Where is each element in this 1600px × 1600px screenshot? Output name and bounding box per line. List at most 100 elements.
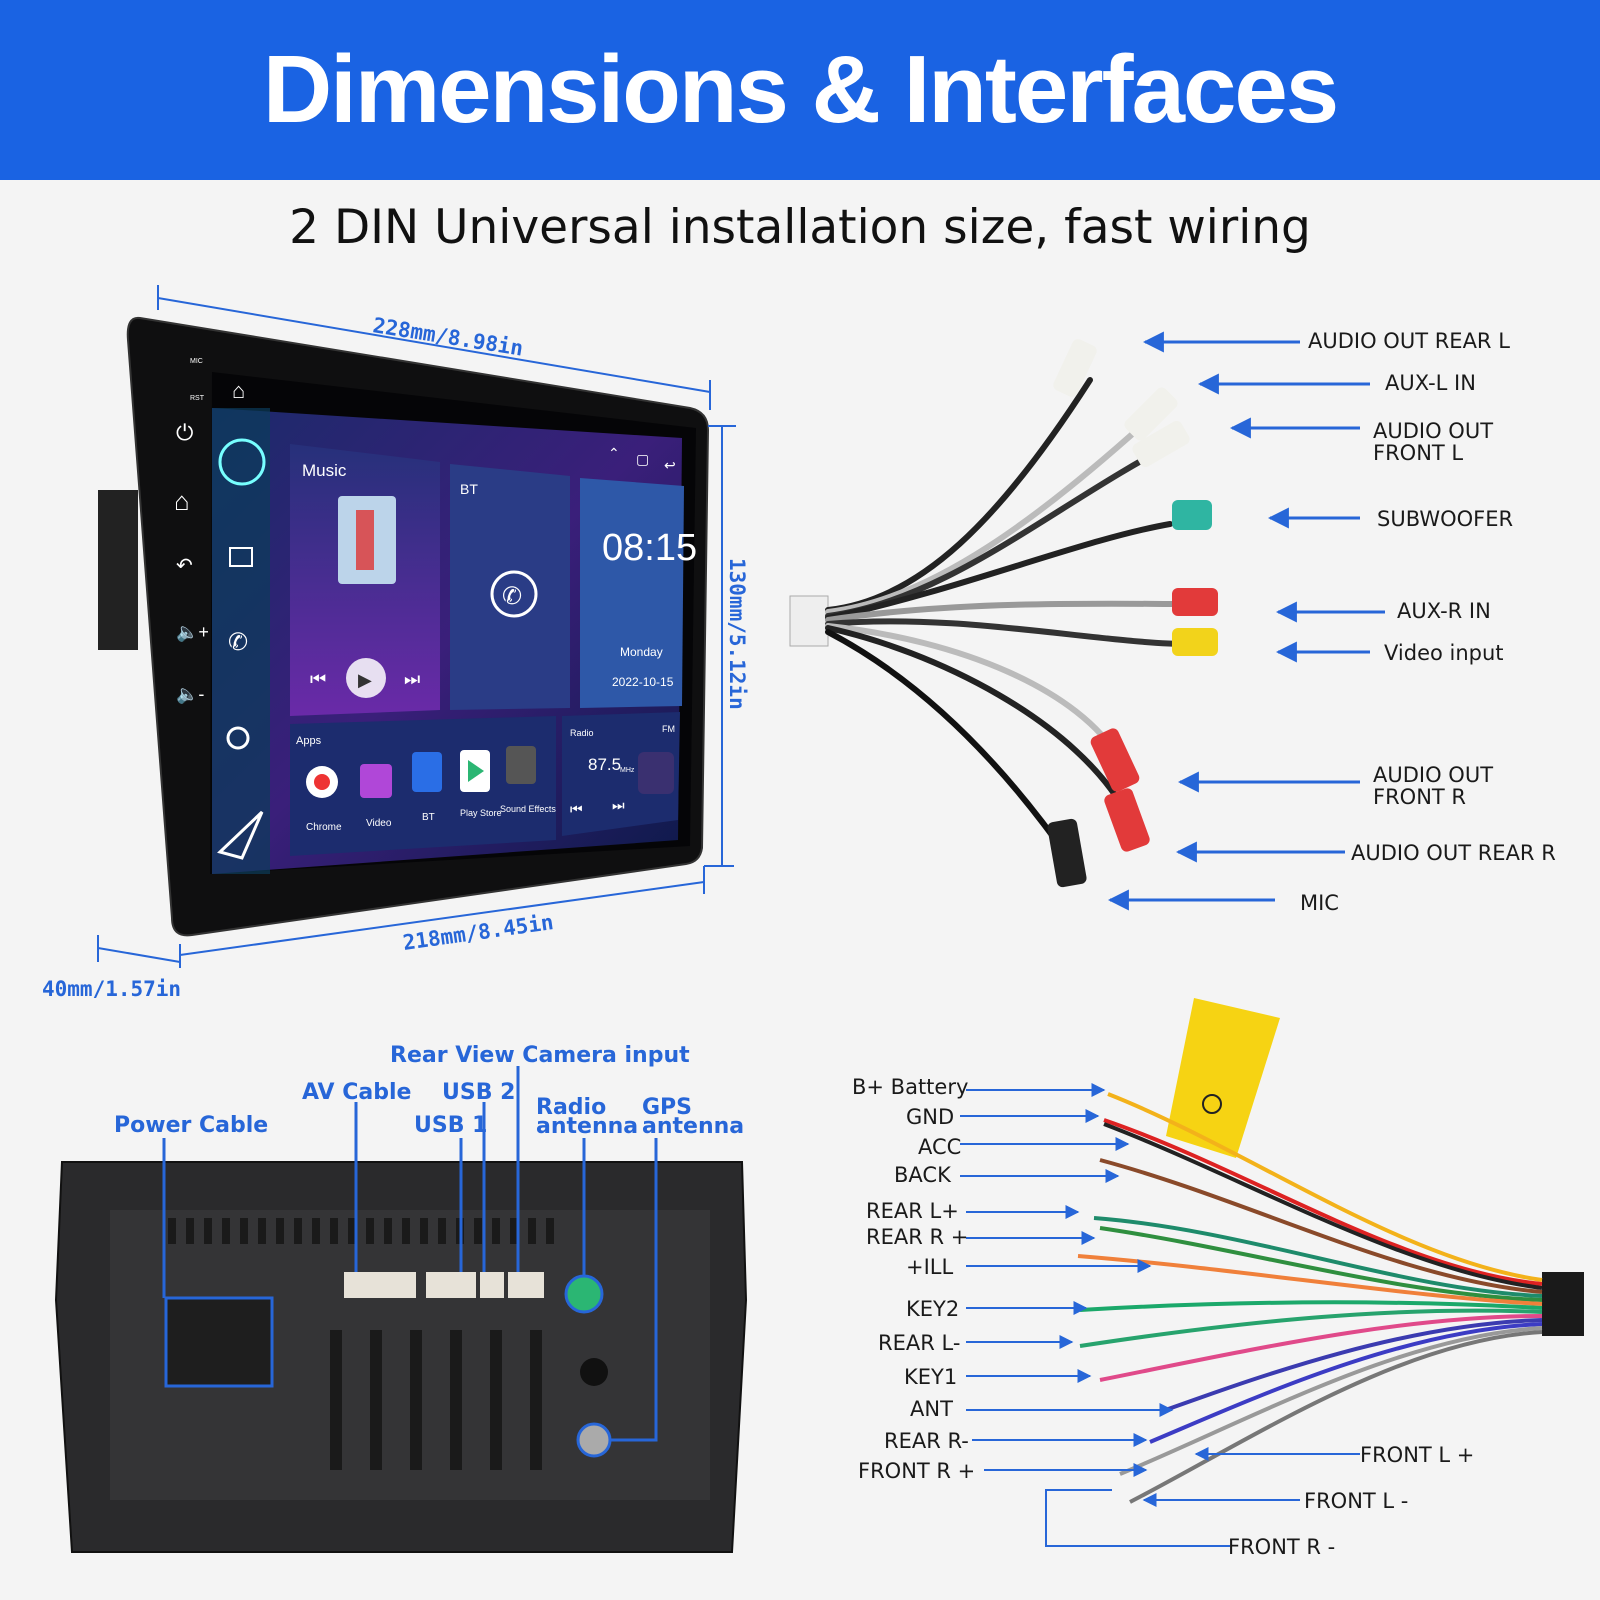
radio-frequency: 87.5 <box>588 755 621 774</box>
label-acc: ACC <box>918 1135 961 1159</box>
label-ill: +ILL <box>906 1255 953 1279</box>
wiring-harness <box>1077 998 1584 1504</box>
settings-icon[interactable] <box>226 726 250 750</box>
radio-tile[interactable] <box>562 712 680 836</box>
app-launcher-icon[interactable] <box>218 438 266 486</box>
label-power-cable: Power Cable <box>114 1113 268 1138</box>
camera-connector <box>508 1272 544 1298</box>
usb1-connector <box>426 1272 476 1298</box>
label-radio-antenna-line2: antenna <box>536 1114 638 1139</box>
label-ant: ANT <box>910 1397 953 1421</box>
home-icon[interactable]: ⌂ <box>174 486 190 516</box>
bt-label: BT <box>460 481 478 497</box>
app-label-chrome: Chrome <box>306 822 342 833</box>
head-unit-front: MIC RST ⏻ ⌂ ↶ 🔈+ 🔈- ⌂ ✆ Music ⏮ ▶ ⏭ BT ✆… <box>98 316 710 937</box>
rst-label: RST <box>190 395 205 402</box>
send-icon[interactable] <box>217 810 264 860</box>
label-usb1: USB 1 <box>414 1113 487 1138</box>
status-back-icon[interactable]: ↩ <box>664 457 676 473</box>
dimension-height: 130mm/5.12in <box>725 558 749 710</box>
label-rear-camera: Rear View Camera input <box>390 1043 690 1068</box>
dimension-width-bottom: 218mm/8.45in <box>401 910 555 955</box>
label-front-l-minus: FRONT L - <box>1304 1489 1408 1513</box>
label-gnd: GND <box>906 1105 954 1129</box>
label-key2: KEY2 <box>906 1297 959 1321</box>
sound-effects-icon[interactable] <box>506 746 536 784</box>
page-title: Dimensions & Interfaces <box>262 36 1339 143</box>
gps-antenna-port <box>576 1422 612 1458</box>
volume-down-icon[interactable]: 🔈- <box>176 684 204 705</box>
back-icon[interactable]: ↶ <box>176 555 193 577</box>
page-subtitle: 2 DIN Universal installation size, fast … <box>289 200 1311 255</box>
label-mic: MIC <box>1300 891 1339 915</box>
label-aux-r-in: AUX-R IN <box>1397 599 1491 623</box>
label-gps-antenna-line1: GPS <box>642 1095 692 1120</box>
dimension-width-top: 228mm/8.98in <box>371 313 525 360</box>
harness-arrows <box>960 1083 1360 1507</box>
next-icon[interactable]: ⏭ <box>404 669 420 689</box>
label-audio-out-rear-l: AUDIO OUT REAR L <box>1308 329 1510 353</box>
volume-up-icon[interactable]: 🔈+ <box>176 622 209 643</box>
rear-leader-lines <box>162 1066 658 1442</box>
label-key1: KEY1 <box>904 1365 957 1389</box>
status-up-icon[interactable]: ⌃ <box>608 445 620 461</box>
clock-day: Monday <box>620 645 663 659</box>
label-audio-out-rear-r: AUDIO OUT REAR R <box>1351 841 1556 865</box>
prev-icon[interactable]: ⏮ <box>310 669 326 689</box>
label-front-l-plus: FRONT L + <box>1360 1443 1474 1467</box>
radio-prev-icon[interactable]: ⏮ <box>570 801 583 817</box>
label-front-r-plus: FRONT R + <box>858 1459 975 1483</box>
navigation-icon[interactable] <box>229 547 253 567</box>
power-icon[interactable]: ⏻ <box>176 420 193 445</box>
label-rear-r-plus: REAR R + <box>866 1225 968 1249</box>
harness-bracket <box>1045 1489 1230 1547</box>
app-label-video: Video <box>366 818 392 829</box>
label-usb2: USB 2 <box>442 1080 515 1105</box>
recent-apps-icon[interactable]: ▢ <box>636 451 649 467</box>
radio-icon[interactable] <box>638 752 674 794</box>
label-rear-r-minus: REAR R- <box>884 1429 969 1453</box>
label-back: BACK <box>894 1163 952 1187</box>
rear-panel <box>54 1161 748 1553</box>
label-aux-l-in: AUX-L IN <box>1385 371 1476 395</box>
video-icon[interactable] <box>360 764 392 798</box>
rca-cable-bundle <box>789 339 1218 888</box>
label-rear-l-minus: REAR L- <box>878 1331 960 1355</box>
bt-phone-icon: ✆ <box>502 583 522 610</box>
bt-app-icon[interactable] <box>412 752 442 792</box>
dimension-lines <box>97 285 736 968</box>
label-av-cable: AV Cable <box>302 1080 411 1105</box>
label-video-input: Video input <box>1384 641 1504 665</box>
warning-tag <box>1166 998 1280 1158</box>
dimension-depth: 40mm/1.57in <box>42 977 181 1001</box>
mic-label: MIC <box>190 358 203 365</box>
label-b-battery: B+ Battery <box>852 1075 968 1099</box>
app-label-play-store: Play Store <box>460 808 502 818</box>
clock-date: 2022-10-15 <box>612 675 674 689</box>
rca-arrows <box>1107 331 1385 911</box>
header-banner: Dimensions & Interfaces <box>0 0 1600 180</box>
play-icon[interactable]: ▶ <box>358 670 372 691</box>
power-connector <box>164 1296 274 1388</box>
label-audio-out-front-r-line2: FRONT R <box>1373 785 1466 809</box>
label-audio-out-front-r-line1: AUDIO OUT <box>1373 763 1493 787</box>
clock-time: 08:15 <box>602 527 697 569</box>
fm-label: FM <box>662 724 675 734</box>
label-radio-antenna-line1: Radio <box>536 1095 606 1120</box>
frequency-unit: MHz <box>620 767 635 774</box>
label-rear-l-plus: REAR L+ <box>866 1199 959 1223</box>
phone-icon[interactable]: ✆ <box>228 629 248 656</box>
label-front-r-minus: FRONT R - <box>1228 1535 1335 1559</box>
apps-label: Apps <box>296 735 322 747</box>
radio-next-icon[interactable]: ⏭ <box>612 797 625 813</box>
app-label-bt: BT <box>422 812 435 823</box>
radio-antenna-port <box>564 1274 604 1314</box>
app-label-sound-effects: Sound Effects <box>500 804 556 814</box>
screen-home-icon[interactable]: ⌂ <box>232 378 245 403</box>
bt-tile[interactable] <box>450 464 570 710</box>
label-gps-antenna-line2: antenna <box>642 1114 744 1139</box>
clock-tile <box>580 478 684 708</box>
label-audio-out-front-l-line1: AUDIO OUT <box>1373 419 1493 443</box>
usb2-connector <box>480 1272 504 1298</box>
